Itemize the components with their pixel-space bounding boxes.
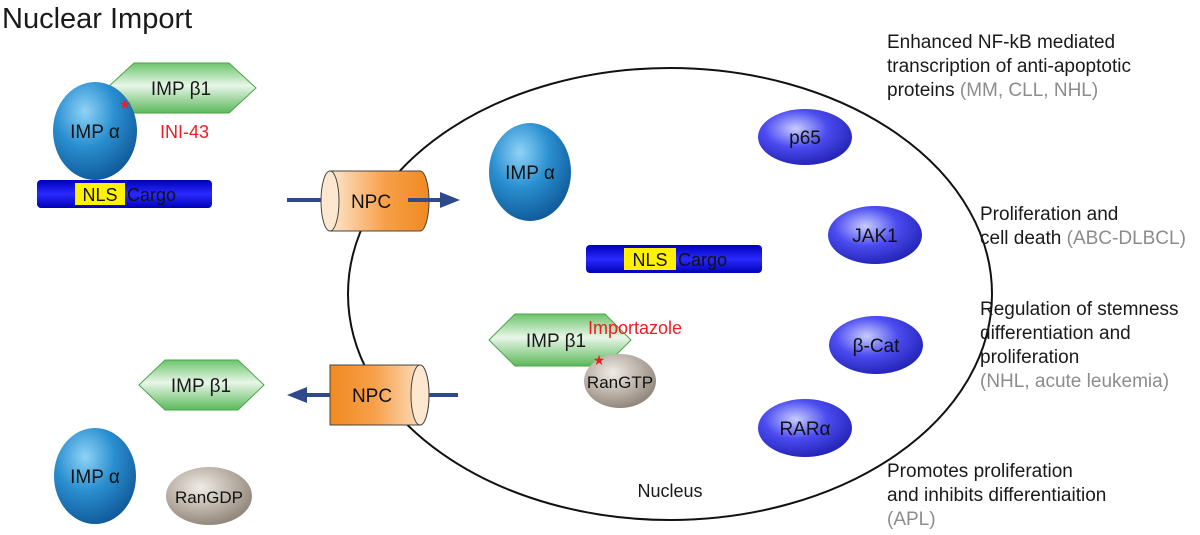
import-arrow-head: [440, 192, 460, 208]
cargo-label: Cargo: [127, 185, 176, 205]
ini43-inhibitor-label: INI-43: [160, 122, 209, 142]
effect-rar-diseases: (APL): [887, 509, 936, 530]
jak1-ellipse: [828, 206, 922, 264]
export-arrow-head: [287, 387, 307, 403]
effect-bcat-line2: differentiation and: [980, 323, 1131, 344]
beta-cat-ellipse: [829, 316, 923, 374]
npc-channel: [329, 170, 430, 232]
rar-alpha-ellipse: [758, 399, 852, 457]
rangtp-label: RanGTP: [587, 373, 653, 392]
effect-rar-line2: and inhibits differentiaition: [887, 485, 1107, 506]
jak1-label: JAK1: [852, 226, 897, 247]
diagram-title: Nuclear Import: [2, 3, 192, 35]
effect-bcat-line3: proliferation: [980, 347, 1080, 368]
imp-beta1-label-recycled: IMP β1: [171, 376, 231, 397]
imp-alpha-label: IMP α: [70, 122, 120, 143]
imp-beta1-label: IMP β1: [151, 79, 211, 100]
npc-channel-rim-export: [410, 364, 430, 426]
rangdp-label: RanGDP: [175, 488, 243, 507]
imp-alpha-sphere-recycled: [54, 428, 136, 524]
effect-p65-diseases: (MM, CLL, NHL): [959, 80, 1099, 101]
effect-p65-line1: Enhanced NF-kB mediated: [887, 32, 1116, 53]
nls-box: [75, 183, 125, 205]
nucleus-label: Nucleus: [637, 481, 702, 501]
npc-label-export: NPC: [352, 386, 392, 407]
effect-bcat-line1: Regulation of stemness: [980, 299, 1179, 320]
p65-ellipse: [758, 109, 852, 165]
effect-rar-text: Promotes proliferation and inhibits diff…: [887, 460, 1106, 532]
import-npc: NPC: [287, 170, 460, 232]
effect-bcat-text: Regulation of stemness differentiation a…: [980, 298, 1179, 394]
import-complex: IMP β1 IMP α ★ INI-43 NLS Cargo: [37, 62, 257, 208]
nuclear-cargo: NLS Cargo: [586, 245, 762, 273]
imp-alpha-label-recycled: IMP α: [70, 467, 120, 488]
imp-alpha-sphere: [53, 82, 137, 180]
rangdp-sphere: [166, 467, 252, 525]
imp-alpha-sphere-nucleus: [489, 123, 571, 221]
nuclear-imp-alpha: IMP α: [489, 123, 571, 221]
importazole-inhibitor-label: Importazole: [588, 318, 682, 338]
npc-channel-rim: [320, 170, 340, 232]
imp-beta1-hexagon-nucleus: [488, 313, 632, 367]
imp-alpha-label-nucleus: IMP α: [505, 163, 555, 184]
effect-p65-line2: transcription of anti-apoptotic: [887, 56, 1131, 77]
imp-beta1-label-nucleus: IMP β1: [526, 331, 586, 352]
protein-beta-catenin: β-Cat: [829, 316, 923, 374]
effect-rar-line1: Promotes proliferation: [887, 461, 1073, 482]
nls-label: NLS: [82, 185, 117, 205]
effect-p65-line3: proteins: [887, 80, 955, 101]
recycled-components: IMP β1 IMP α RanGDP: [54, 359, 265, 525]
effect-p65-line3-row: proteins (MM, CLL, NHL): [887, 79, 1131, 103]
protein-p65: p65: [758, 109, 852, 165]
effect-jak1-line2-row: cell death (ABC-DLBCL): [980, 227, 1186, 251]
nucleus-membrane: [347, 67, 993, 521]
rangtp-sphere: [584, 354, 656, 408]
nls-label-nucleus: NLS: [632, 250, 667, 270]
nuclear-imp-beta1-rangtp: IMP β1 RanGTP ★ Importazole: [488, 313, 682, 408]
protein-jak1: JAK1: [828, 206, 922, 264]
effect-jak1-line2: cell death: [980, 228, 1062, 249]
rar-alpha-label: RARα: [779, 419, 830, 440]
beta-cat-label: β-Cat: [853, 336, 901, 357]
effect-jak1-line1: Proliferation and: [980, 204, 1119, 225]
cargo-label-nucleus: Cargo: [678, 250, 727, 270]
effect-bcat-diseases: (NHL, acute leukemia): [980, 371, 1170, 392]
effect-jak1-text: Proliferation and cell death (ABC-DLBCL): [980, 203, 1186, 251]
npc-label-import: NPC: [351, 192, 391, 213]
effect-jak1-diseases: (ABC-DLBCL): [1066, 228, 1186, 249]
export-npc: NPC: [287, 364, 458, 426]
ini43-star: ★: [119, 96, 132, 112]
protein-rar-alpha: RARα: [758, 399, 852, 457]
imp-beta1-hexagon-recycled: [138, 359, 265, 411]
importazole-star: ★: [593, 352, 606, 368]
p65-label: p65: [789, 128, 821, 149]
nls-box-nucleus: [624, 248, 676, 270]
effect-p65-text: Enhanced NF-kB mediated transcription of…: [887, 31, 1131, 103]
